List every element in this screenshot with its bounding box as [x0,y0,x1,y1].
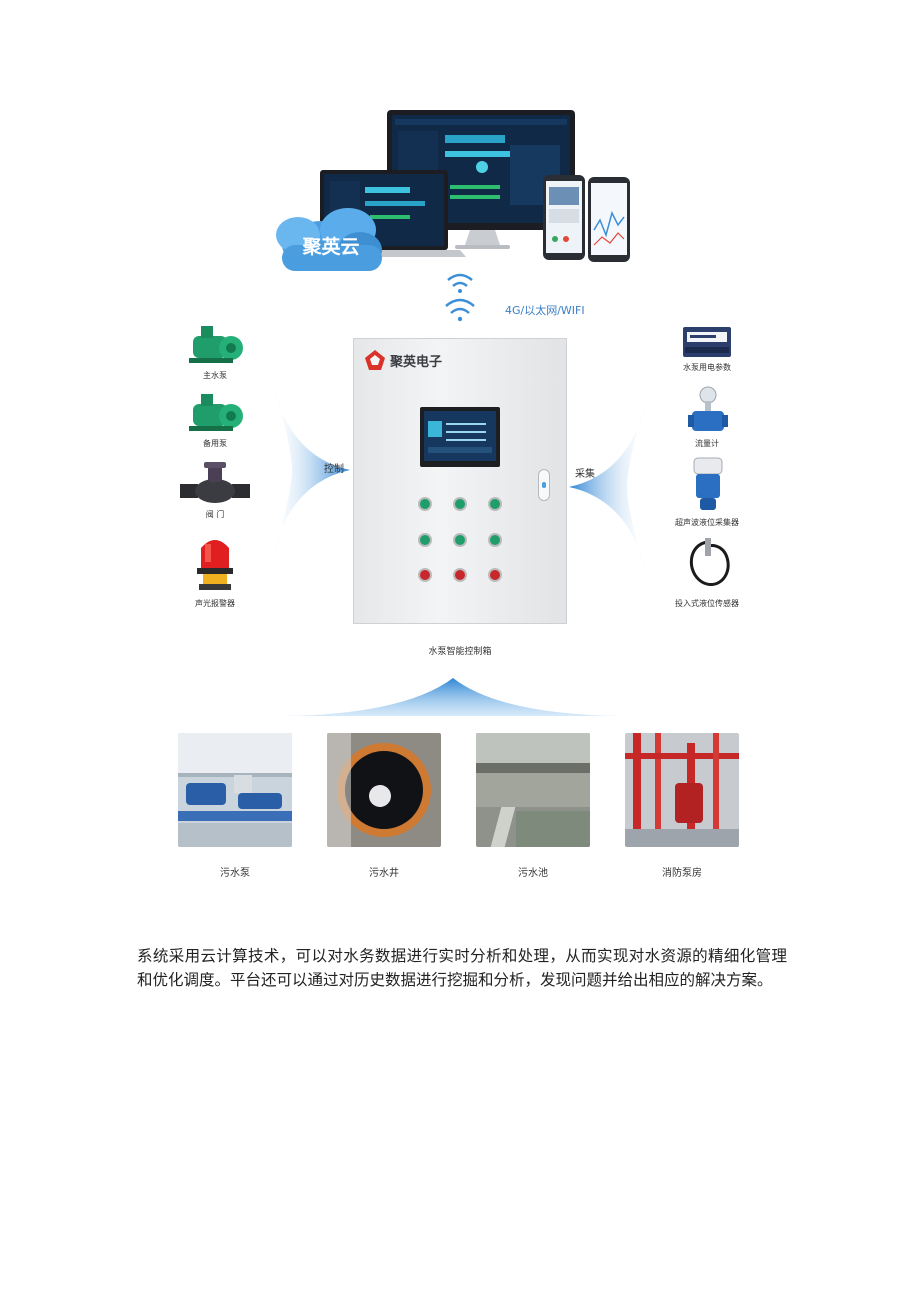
body-paragraph: 系统采用云计算技术，可以对水务数据进行实时分析和处理，从而实现对水资源的精细化管… [137,947,787,989]
brand-logo-icon [365,350,385,370]
upward-arrow-icon [285,678,620,716]
green-button [418,497,432,511]
scene-photo-sewage-well [327,733,441,847]
door-handle [538,469,550,501]
green-button [453,497,467,511]
scene-photo-fire-pump-room [625,733,739,847]
device-label: 水泵用电参数 [683,363,731,372]
green-pump-icon [189,394,243,431]
green-button [488,533,502,547]
device-label: 备用泵 [203,439,227,448]
scene-photo-sewage-pump [178,733,292,847]
device-label: 投入式液位传感器 [675,599,739,608]
cabinet-caption: 水泵智能控制箱 [428,647,492,657]
wifi-icon [445,273,475,322]
control-label: 控制 [324,464,344,475]
dashboard-illustration: 聚英云 [270,105,640,275]
valve-icon [180,462,250,503]
red-button [418,568,432,582]
device-label: 阀 门 [205,510,225,519]
devices-graphic [276,110,630,271]
collect-label: 采集 [575,469,595,480]
device-label: 主水泵 [203,371,227,380]
level-probe-icon [689,538,730,586]
device-label: 声光报警器 [195,599,235,608]
device-label: 超声波液位采集器 [675,518,739,527]
scene-photo-sewage-pool [476,733,590,847]
cabinet-brand: 聚英电子 [390,355,443,370]
scene-label: 消防泵房 [662,868,702,879]
scene-label: 污水井 [369,868,399,879]
scene-label: 污水池 [518,868,548,879]
red-button [488,568,502,582]
alarm-light-icon [197,540,233,590]
red-button [453,568,467,582]
green-button [453,533,467,547]
cloud-icon [276,208,382,271]
network-label: 4G/以太网/WIFI [505,304,585,317]
power-meter-icon [683,327,731,357]
flowmeter-icon [688,386,728,431]
control-cabinet: 聚英电子 [353,338,567,624]
green-pump-icon [189,326,243,363]
green-button [488,497,502,511]
collect-arrow-icon [569,372,653,602]
green-button [418,533,432,547]
cloud-brand-text: 聚英云 [302,236,360,258]
ultrasonic-sensor-icon [693,457,723,510]
control-arrow-icon [266,355,350,585]
device-label: 流量计 [695,439,719,448]
hmi-screen [420,407,500,467]
scene-label: 污水泵 [220,868,250,879]
